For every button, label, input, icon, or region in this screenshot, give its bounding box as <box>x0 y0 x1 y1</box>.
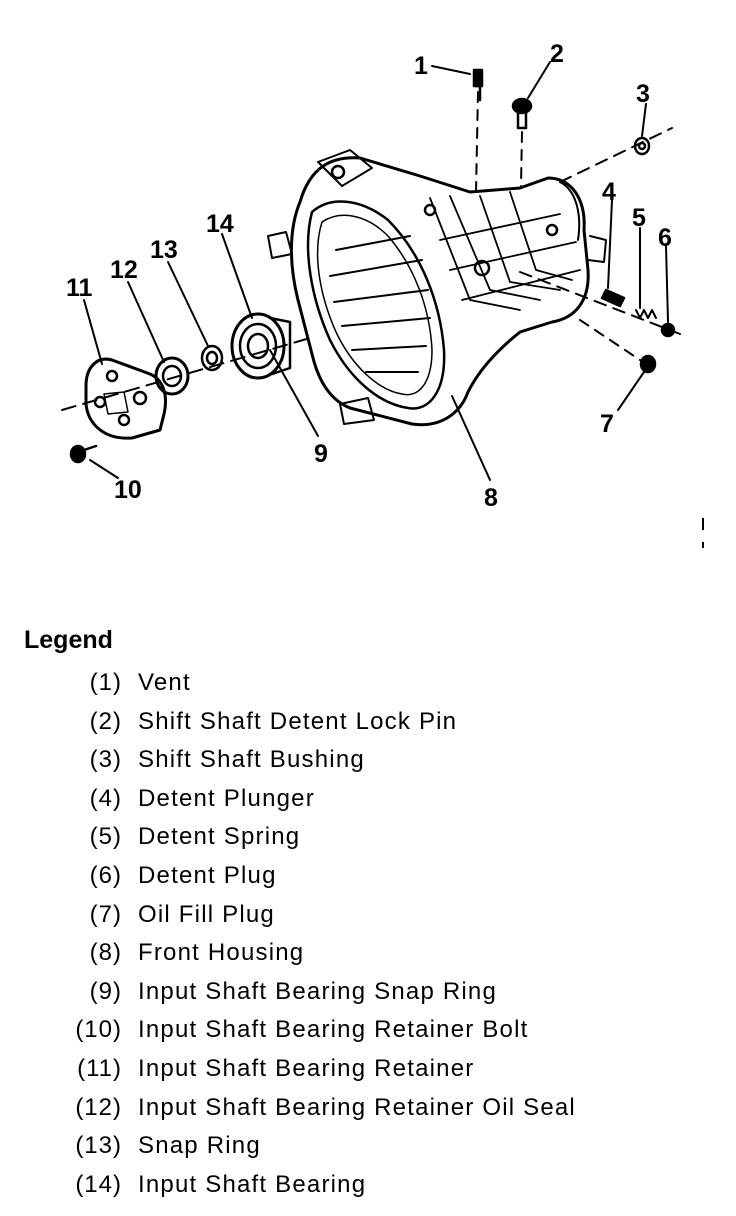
detent-centerline <box>519 271 681 335</box>
legend-item-number: (13) <box>75 1132 122 1160</box>
legend-item-label: Front Housing <box>138 939 305 967</box>
callout-1: 1 <box>414 52 428 80</box>
callout-9: 9 <box>314 440 328 468</box>
detent-plug <box>660 322 676 338</box>
legend-item-label: Input Shaft Bearing Retainer Oil Seal <box>138 1093 576 1121</box>
legend-item-label: Input Shaft Bearing Snap Ring <box>138 977 498 1005</box>
legend-item-label: Detent Plug <box>138 861 277 889</box>
leader-12 <box>127 281 165 363</box>
lockpin-centerline <box>520 131 523 187</box>
shift-shaft-detent-lock-pin <box>511 97 533 130</box>
leader-13 <box>167 261 209 347</box>
callout-6: 6 <box>658 224 672 252</box>
vent <box>472 68 484 102</box>
front-housing <box>267 149 607 427</box>
legend-item-label: Snap Ring <box>138 1132 261 1160</box>
legend-item-label: Detent Plunger <box>138 784 315 812</box>
legend-item-label: Shift Shaft Detent Lock Pin <box>138 707 458 735</box>
legend-item-number: (6) <box>89 861 122 889</box>
leader-7 <box>617 371 645 411</box>
input-shaft-bearing-retainer-bolt <box>69 444 98 464</box>
leader-6 <box>665 245 669 323</box>
margin-mark <box>702 518 704 530</box>
callout-3: 3 <box>636 80 650 108</box>
shift-shaft-bushing <box>633 136 651 156</box>
callout-8: 8 <box>484 484 498 512</box>
oil-fill-plug <box>639 354 657 374</box>
legend-item-label: Shift Shaft Bushing <box>138 746 365 774</box>
bushing-centerline <box>559 127 673 183</box>
legend-item-number: (3) <box>89 746 122 774</box>
vent-centerline <box>475 91 479 193</box>
legend-item-number: (4) <box>89 784 122 812</box>
legend-item-label: Oil Fill Plug <box>138 900 275 928</box>
detent-plunger <box>600 288 626 308</box>
callout-2: 2 <box>550 40 564 68</box>
legend-title: Legend <box>24 626 113 654</box>
legend-item-label: Vent <box>138 669 191 696</box>
callout-7: 7 <box>600 410 614 438</box>
leader-3 <box>641 103 647 137</box>
leader-11 <box>83 299 103 365</box>
leader-4 <box>607 199 613 289</box>
legend-item-label: Input Shaft Bearing <box>138 1170 367 1198</box>
exploded-view-diagram: 1 2 3 4 5 6 7 8 9 10 11 12 13 14 <box>61 40 681 512</box>
legend-item-number: (8) <box>89 939 122 967</box>
legend-item-number: (1) <box>89 669 122 696</box>
callout-10: 10 <box>114 476 142 504</box>
callout-4: 4 <box>602 178 616 206</box>
legend-item-label: Input Shaft Bearing Retainer Bolt <box>138 1016 529 1044</box>
leader-2 <box>527 61 551 99</box>
legend-item-number: (10) <box>75 1016 122 1044</box>
legend-item-number: (2) <box>89 707 122 735</box>
legend-item-number: (11) <box>77 1054 122 1082</box>
legend-item-number: (7) <box>89 900 122 928</box>
callout-5: 5 <box>632 204 646 232</box>
legend-item-number: (14) <box>75 1170 122 1198</box>
callout-13: 13 <box>150 236 178 264</box>
fillplug-centerline <box>579 319 641 361</box>
callout-14: 14 <box>206 210 234 238</box>
legend-item-number: (9) <box>89 977 122 1005</box>
legend-item-number: (12) <box>75 1093 122 1121</box>
callout-12: 12 <box>110 256 138 284</box>
leader-10 <box>89 459 119 479</box>
input-shaft-bearing-retainer-oil-seal <box>154 356 190 396</box>
legend-item-label: Input Shaft Bearing Retainer <box>138 1054 475 1082</box>
input-shaft-bearing-retainer <box>84 357 167 440</box>
leader-9 <box>269 349 319 437</box>
legend-item-number: (5) <box>89 823 122 851</box>
detent-spring <box>635 309 657 319</box>
leader-1 <box>431 65 471 75</box>
legend-item-label: Detent Spring <box>138 823 301 851</box>
leader-8 <box>451 395 491 481</box>
leader-14 <box>221 233 253 319</box>
snap-ring <box>200 344 224 372</box>
callout-11: 11 <box>66 274 93 302</box>
margin-mark <box>702 542 704 548</box>
